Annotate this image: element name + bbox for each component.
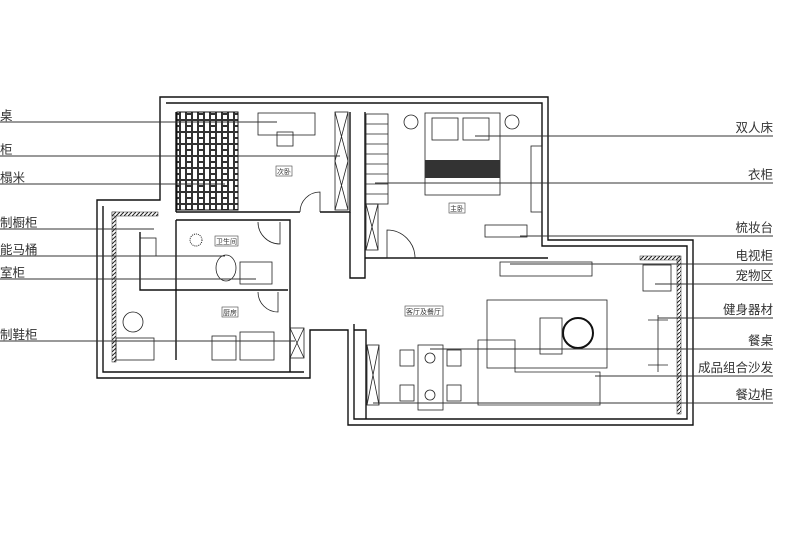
room-label-master-bedroom: 主卧 (448, 202, 466, 214)
bathroom-cabinet (239, 261, 273, 285)
kitchen-cabinet (139, 237, 157, 257)
label-custom-cabinet: 制橱柜 (0, 215, 38, 230)
chair (276, 131, 294, 147)
dining-table (399, 344, 462, 411)
label-sofa: 成品组合沙发 (698, 360, 774, 375)
window (530, 145, 543, 213)
floor-drain-icon (189, 233, 203, 247)
desk (257, 112, 316, 136)
label-shoe-cabinet: 制鞋柜 (0, 327, 38, 342)
stove (211, 335, 237, 361)
label-bathroom-cabinet: 室柜 (0, 265, 25, 280)
label-tv-cabinet: 电视柜 (735, 248, 773, 263)
right-annotations: 双人床 衣柜 梳妆台 电视柜 宠物区 健身器材 餐桌 成品组合沙发 餐边柜 (373, 120, 774, 404)
room-label-second-bedroom: 次卧 (275, 165, 293, 177)
tatami (176, 111, 239, 211)
coffee-table (539, 317, 563, 355)
chair-icon (122, 311, 144, 333)
sideboard (366, 344, 380, 406)
fitness-equipment (648, 315, 668, 372)
master-wardrobe (365, 113, 389, 251)
label-sideboard: 餐边柜 (735, 387, 773, 402)
dressing-table (484, 224, 528, 238)
room-label-bathroom: 卫生间 (214, 235, 239, 247)
svg-text:主卧: 主卧 (450, 204, 464, 213)
hatched-wall (111, 211, 159, 217)
label-desk: 桌 (0, 108, 13, 123)
door (257, 291, 279, 313)
wardrobe (334, 111, 349, 211)
label-double-bed: 双人床 (735, 120, 773, 135)
hatched-wall (676, 255, 682, 415)
label-pet-area: 宠物区 (735, 268, 773, 283)
pet-area (642, 264, 672, 292)
rug (486, 299, 608, 369)
svg-text:次卧: 次卧 (277, 167, 291, 176)
label-wardrobe-right: 衣柜 (748, 167, 773, 182)
label-dressing-table: 梳妆台 (735, 220, 773, 235)
door (386, 229, 416, 259)
label-fitness: 健身器材 (723, 302, 773, 317)
double-bed (403, 112, 520, 196)
sofa (477, 339, 601, 406)
hatched-wall (639, 255, 681, 261)
left-annotations: 桌 柜 榻米 制橱柜 能马桶 室柜 制鞋柜 (0, 108, 340, 342)
fridge (239, 331, 275, 361)
tv-cabinet (499, 261, 593, 277)
shoe-cabinet (289, 327, 305, 359)
hatched-wall (111, 211, 117, 363)
svg-text:厨房: 厨房 (223, 308, 237, 317)
toilet (215, 254, 237, 282)
label-tatami: 榻米 (0, 170, 26, 185)
outer-walls (96, 96, 694, 426)
shoe-cabinet-entry (115, 337, 155, 361)
room-label-kitchen: 厨房 (221, 306, 239, 318)
svg-text:卫生间: 卫生间 (216, 237, 237, 246)
label-dining-table: 餐桌 (748, 333, 774, 348)
door (257, 221, 281, 245)
door (299, 191, 321, 213)
round-table (562, 317, 594, 349)
svg-text:客厅及餐厅: 客厅及餐厅 (406, 307, 441, 316)
label-wardrobe: 柜 (0, 142, 13, 157)
label-smart-toilet: 能马桶 (0, 242, 38, 257)
room-label-living-dining: 客厅及餐厅 (404, 305, 444, 317)
